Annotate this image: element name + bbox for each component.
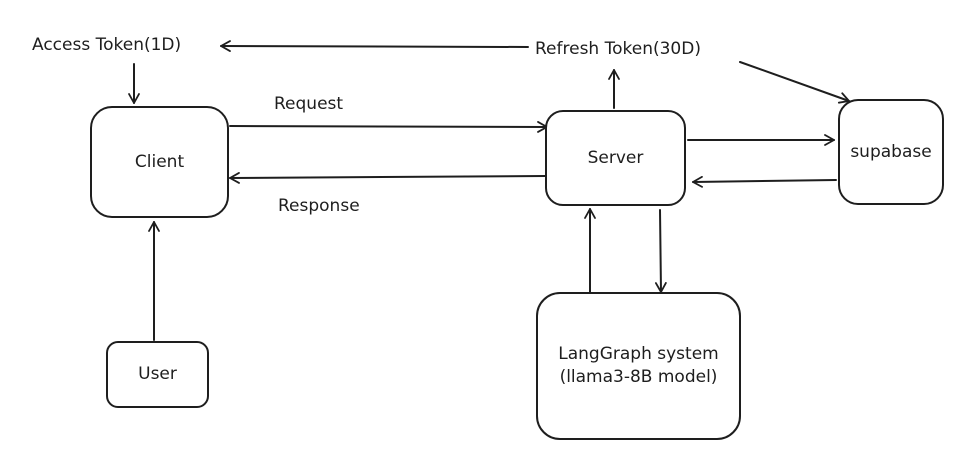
user-node-label: User — [138, 364, 177, 385]
response-label: Response — [278, 196, 360, 216]
langgraph-node: LangGraph system (llama3-8B model) — [536, 292, 741, 440]
client-node-label: Client — [134, 151, 185, 172]
server-node: Server — [545, 110, 686, 206]
client-node: Client — [90, 106, 229, 218]
supabase-node: supabase — [838, 99, 944, 205]
arrow-request — [229, 121, 548, 133]
access-token-label: Access Token(1D) — [32, 35, 182, 55]
arrow-refresh-to-supabase — [739, 61, 850, 104]
arrow-refresh-to-access — [220, 40, 529, 52]
arrow-response — [229, 172, 547, 184]
arrow-supabase-to-server — [692, 175, 837, 188]
refresh-token-label: Refresh Token(30D) — [535, 39, 701, 59]
user-node: User — [106, 341, 209, 408]
server-node-label: Server — [587, 147, 644, 168]
supabase-node-label: supabase — [850, 141, 932, 162]
request-label: Request — [274, 94, 344, 114]
langgraph-node-label: LangGraph system (llama3-8B model) — [558, 344, 719, 387]
arrow-server-to-langgraph — [654, 209, 667, 293]
